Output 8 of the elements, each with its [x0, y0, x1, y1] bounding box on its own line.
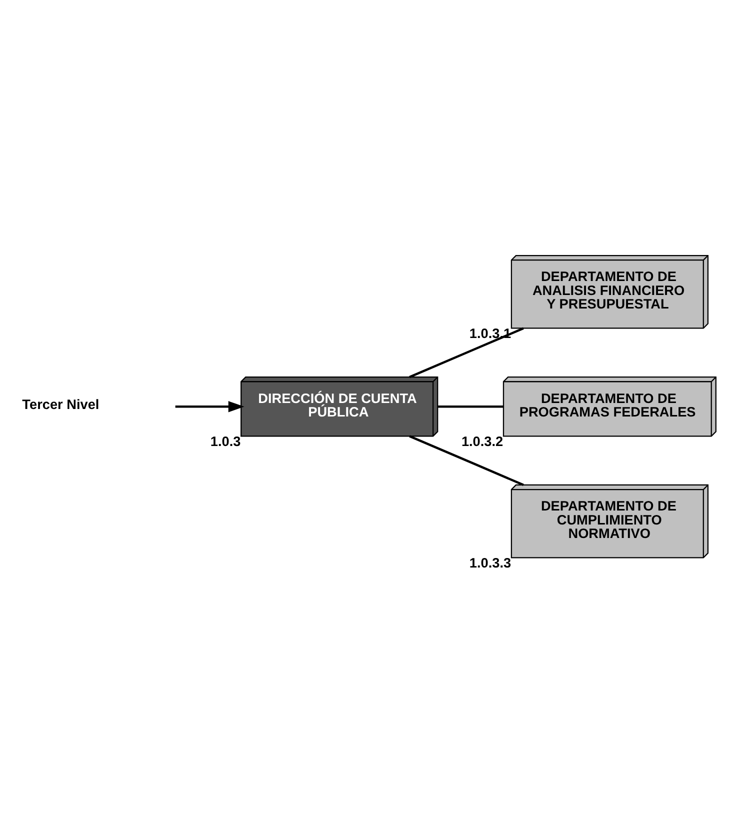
connector — [409, 434, 524, 486]
node-label: 1.0.3.2 — [461, 433, 504, 448]
connector — [438, 404, 504, 408]
connector — [409, 326, 524, 378]
node-label: 1.0.3 — [210, 433, 241, 448]
node-label: 1.0.3.3 — [469, 554, 512, 570]
arrow — [175, 400, 244, 412]
label: Tercer Nivel — [22, 396, 100, 412]
